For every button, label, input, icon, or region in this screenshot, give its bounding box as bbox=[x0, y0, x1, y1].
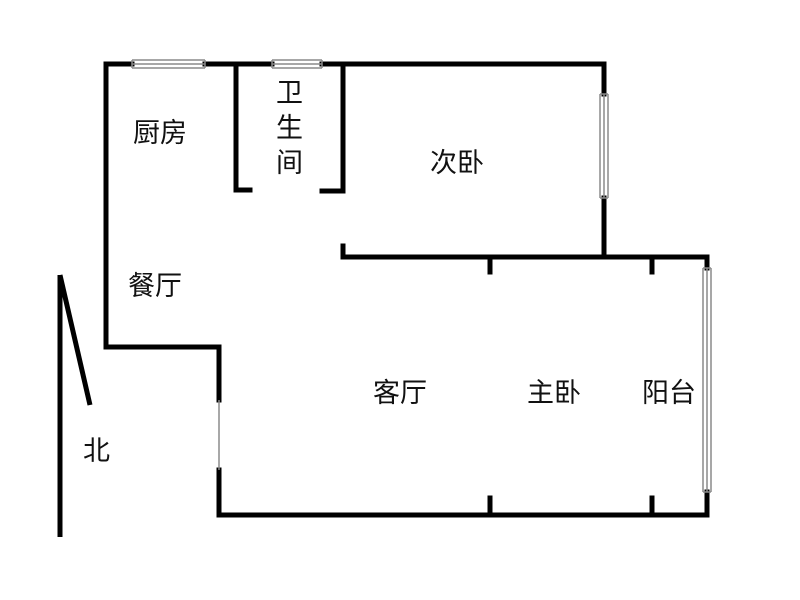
room-label-master-bedroom: 主卧 bbox=[527, 378, 581, 409]
north-arrow-head bbox=[57, 274, 93, 406]
room-label-bathroom-3: 间 bbox=[276, 148, 303, 179]
room-label-living: 客厅 bbox=[373, 378, 427, 409]
outer-wall-north-rooms bbox=[319, 61, 607, 97]
kitchen-window bbox=[131, 59, 206, 69]
balcony-window bbox=[702, 267, 712, 493]
room-label-balcony: 阳台 bbox=[642, 378, 696, 409]
bathroom-wall-left bbox=[233, 61, 253, 193]
room-label-kitchen: 厨房 bbox=[133, 118, 187, 149]
room-label-second-bedroom: 次卧 bbox=[430, 148, 484, 179]
interior-wall-bedroom-south bbox=[340, 243, 710, 271]
room-label-bathroom-1: 卫 bbox=[276, 78, 303, 109]
walls bbox=[103, 61, 710, 518]
room-labels: 厨房 卫 生 间 次卧 餐厅 客厅 主卧 阳台 北 bbox=[83, 78, 696, 467]
outer-wall-west bbox=[103, 61, 222, 403]
compass-label-north: 北 bbox=[83, 436, 110, 467]
outer-wall-south bbox=[216, 467, 710, 518]
north-arrow bbox=[57, 274, 93, 537]
bathroom-wall-right bbox=[319, 61, 346, 194]
bathroom-window bbox=[271, 59, 323, 69]
windows bbox=[131, 59, 712, 493]
bedroom-window bbox=[599, 93, 609, 199]
room-label-bathroom-2: 生 bbox=[276, 113, 303, 144]
room-label-dining: 餐厅 bbox=[128, 271, 182, 302]
